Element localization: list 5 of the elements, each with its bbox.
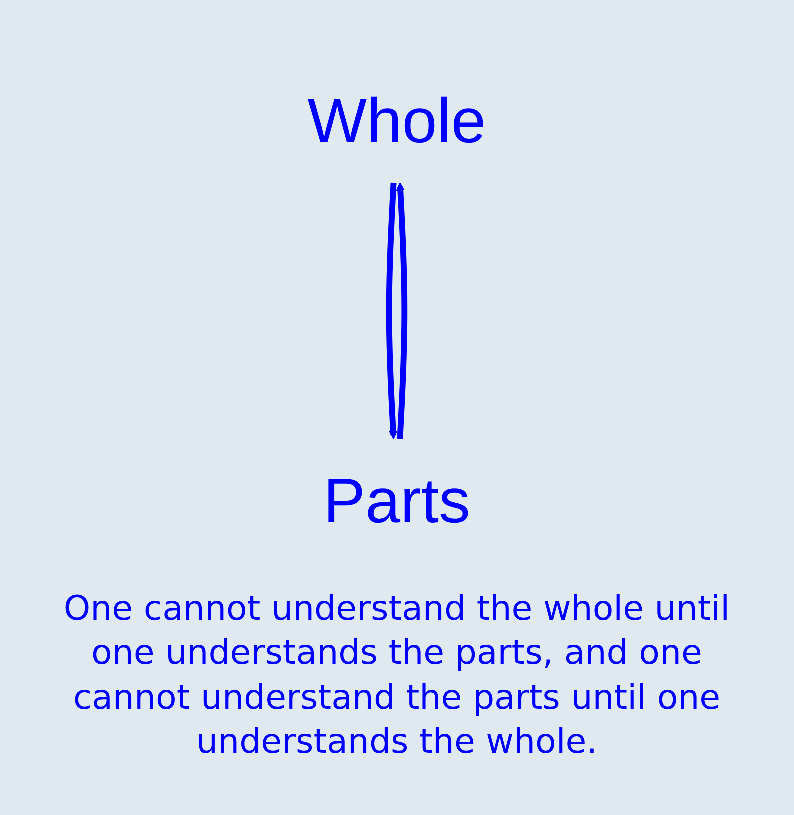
node-text: Parts — [323, 466, 471, 537]
node-text: Whole — [308, 86, 486, 157]
quote-text: One cannot understand the whole until one understands the parts, and one cannot understand the parts until one understands the whole. — [62, 588, 732, 764]
arrow — [386, 182, 398, 440]
arrow — [396, 182, 408, 440]
